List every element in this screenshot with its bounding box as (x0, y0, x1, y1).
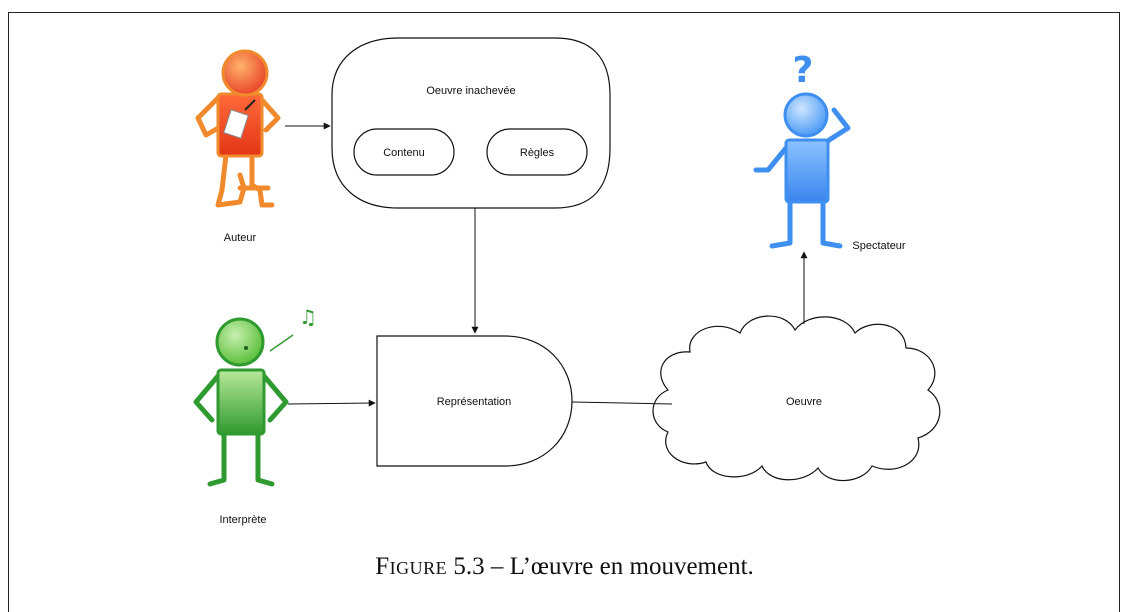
interprete-label: Interprète (219, 514, 266, 526)
figure-caption: Figure 5.3 – L’œuvre en mouvement. (0, 553, 1129, 581)
flow-diagram: Oeuvre inachevée Contenu Règles Représen… (193, 37, 941, 526)
oeuvre-inachevee-label: Oeuvre inachevée (426, 85, 515, 97)
regles-node: Règles (486, 128, 588, 176)
regles-label: Règles (520, 147, 555, 159)
auteur-label: Auteur (224, 232, 257, 244)
oeuvre-cloud-node: Oeuvre (652, 315, 941, 482)
question-mark-icon: ? (793, 50, 814, 91)
contenu-label: Contenu (383, 147, 425, 159)
oeuvre-inachevee-node: Oeuvre inachevée (331, 37, 611, 209)
interprete-figure (193, 317, 294, 487)
representation-label: Représentation (437, 396, 512, 408)
caption-prefix: Figure (375, 553, 448, 580)
caption-number: 5.3 (453, 553, 485, 580)
representation-node: Représentation (376, 335, 573, 467)
caption-text: – L’œuvre en mouvement. (490, 553, 754, 580)
auteur-figure (195, 49, 281, 208)
arrow-interprete-to-representation (287, 399, 376, 407)
contenu-node: Contenu (353, 128, 455, 176)
music-note-icon: ♫ (299, 305, 317, 329)
spectateur-figure (753, 92, 851, 249)
connector-representation-to-oeuvre (571, 401, 673, 405)
spectateur-label: Spectateur (852, 240, 906, 252)
oeuvre-label: Oeuvre (786, 396, 822, 408)
figure-frame (8, 12, 1120, 612)
